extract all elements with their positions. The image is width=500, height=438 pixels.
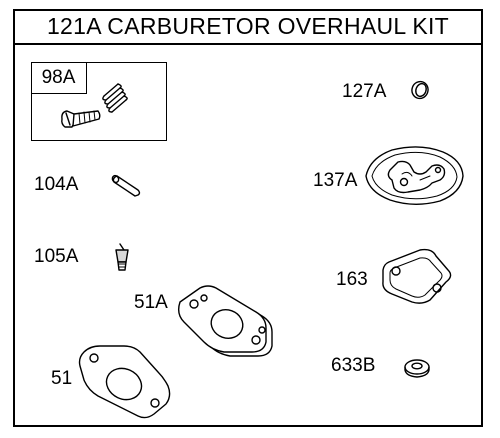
diagram-title: 121A CARBURETOR OVERHAUL KIT <box>46 12 450 39</box>
part-label-51a: 51A <box>134 292 168 313</box>
washer-633b-part <box>404 359 430 378</box>
part-label-98a: 98A <box>31 62 87 94</box>
screw-part <box>61 110 101 128</box>
gasket-51-part <box>78 345 171 419</box>
part-label-137a: 137A <box>313 170 358 191</box>
gasket-137a-part <box>365 146 464 205</box>
part-label-127a: 127A <box>342 81 387 102</box>
part-label-105a: 105A <box>34 246 79 267</box>
diagram-frame <box>13 9 483 427</box>
gasket-51a-part <box>177 285 273 357</box>
gasket-163-part <box>382 248 452 304</box>
part-label-633b: 633B <box>331 355 376 376</box>
pin-104a-part <box>111 174 141 197</box>
needle-valve-105a-part <box>115 243 129 271</box>
part-label-163: 163 <box>336 269 368 290</box>
part-label-104a: 104A <box>34 174 79 195</box>
spring-part <box>102 83 128 113</box>
ring-127a-part <box>411 80 429 100</box>
kit-98a-box <box>31 62 167 141</box>
part-label-51: 51 <box>51 368 73 389</box>
title-bar: 121A CARBURETOR OVERHAUL KIT <box>13 9 483 45</box>
